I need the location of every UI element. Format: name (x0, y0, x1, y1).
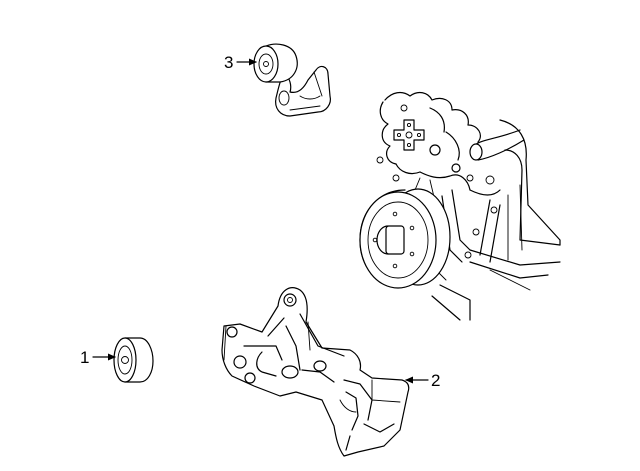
callout-1: 1 (80, 348, 116, 367)
callout-1-number: 1 (80, 348, 89, 367)
accessory-bracket-part-2[interactable] (221, 287, 410, 457)
callout-3-number: 3 (224, 53, 233, 72)
belt-tensioner-part-3[interactable] (253, 43, 331, 117)
idler-pulley-part-1[interactable] (113, 337, 154, 383)
callout-2-number: 2 (431, 371, 440, 390)
callout-3: 3 (224, 53, 257, 72)
engine-block-illustration (376, 91, 561, 321)
callout-2: 2 (405, 371, 440, 390)
crankshaft-pulley-illustration (359, 188, 451, 289)
